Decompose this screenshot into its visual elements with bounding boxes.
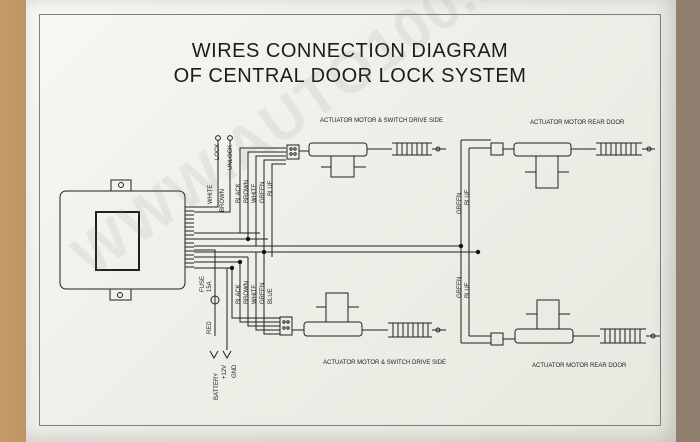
unlock-terminal	[227, 135, 233, 141]
label-green-mid: GREEN	[457, 192, 463, 214]
wire-fuse-red	[194, 249, 216, 336]
wire-top-group-5	[271, 163, 286, 257]
label-actuator-rear-bottom: ACTUATOR MOTOR REAR DOOR	[532, 363, 627, 369]
connector-comb	[185, 206, 194, 268]
diagram-title-line-2: OF CENTRAL DOOR LOCK SYSTEM	[173, 65, 527, 87]
label-blue-top: BLUE	[268, 180, 274, 196]
wire-black-ground	[194, 267, 228, 350]
wire-lock-input	[194, 140, 219, 208]
label-white-top: WHITE	[252, 183, 258, 203]
junction-dot-2	[261, 249, 267, 255]
label-battery: BATTERY	[214, 372, 220, 400]
actuator-bottom-right-icon	[490, 299, 660, 346]
control-unit-body	[59, 190, 186, 290]
label-black-bottom: BLACK	[236, 284, 242, 304]
actuator-top-right-icon	[490, 142, 655, 189]
actuator-top-left-icon	[286, 142, 446, 178]
diagram-title-line-1: WIRES CONNECTION DIAGRAM	[191, 40, 509, 62]
wire-bottom-group-3	[247, 257, 280, 327]
paper-sheet	[26, 0, 676, 442]
wire-top-group-1	[239, 147, 286, 233]
label-actuator-rear-top: ACTUATOR MOTOR REAR DOOR	[530, 120, 625, 126]
label-white-bottom: WHITE	[252, 284, 258, 304]
control-unit-display	[95, 211, 140, 271]
label-blue-mid: BLUE	[465, 189, 471, 205]
control-unit-lower-tab	[109, 289, 132, 301]
wire-rear-top	[461, 139, 491, 149]
control-unit-lower-hole	[117, 292, 123, 298]
wire-rear-bottom	[461, 335, 491, 344]
actuator-bottom-left-icon	[279, 292, 446, 338]
control-unit-upper-hole	[118, 182, 124, 188]
fuse-body	[210, 295, 220, 305]
label-battery-plus: +12V	[222, 364, 228, 379]
label-battery-gnd: GND	[232, 364, 238, 378]
label-brown-bottom: BROWN	[244, 281, 250, 304]
wire-bottom-group-5	[263, 246, 280, 335]
battery-ground-terminal	[222, 350, 232, 360]
label-blue-bottom: BLUE	[268, 288, 274, 304]
lock-terminal	[215, 135, 221, 141]
label-green-bottom: GREEN	[260, 282, 266, 304]
junction-dot-1	[245, 236, 251, 242]
label-blue-low: BLUE	[465, 282, 471, 298]
wire-unlock-input	[194, 140, 231, 213]
label-actuator-switch-top: ACTUATOR MOTOR & SWITCH DRIVE SIDE	[320, 118, 444, 124]
diagram-frame	[39, 14, 661, 426]
label-red: RED	[207, 321, 213, 334]
junction-dot-5	[458, 243, 464, 249]
control-unit-upper-tab	[110, 179, 132, 191]
label-actuator-switch-bottom: ACTUATOR MOTOR & SWITCH DRIVE SIDE	[323, 360, 447, 366]
junction-dot-6	[475, 249, 481, 255]
label-green-low: GREEN	[457, 276, 463, 298]
wire-top-group-3	[255, 155, 286, 246]
wire-top-group-2	[247, 151, 286, 239]
label-fuse: FUSE	[200, 275, 206, 292]
wire-bottom-group-2	[239, 262, 280, 323]
label-green-top: GREEN	[260, 181, 266, 203]
junction-dot-3	[237, 259, 243, 265]
label-fuse-rating: 15A	[207, 281, 213, 292]
wire-bottom-group-4	[255, 252, 280, 331]
battery-positive-terminal	[209, 350, 219, 360]
wire-top-group-4	[263, 159, 286, 252]
junction-dot-4	[229, 265, 235, 271]
